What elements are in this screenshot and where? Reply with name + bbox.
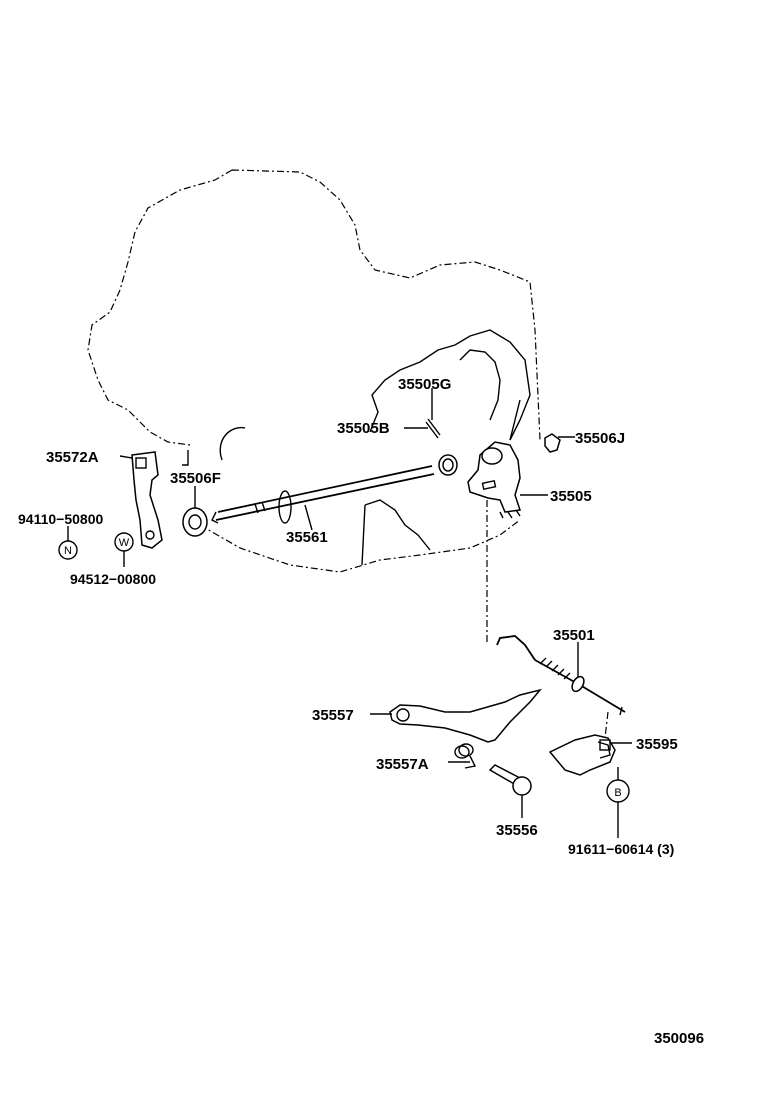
spring-35557A[interactable] bbox=[454, 743, 477, 769]
pin-35556[interactable] bbox=[488, 764, 532, 796]
label-35556: 35556 bbox=[496, 822, 538, 839]
transmission-case-bottom bbox=[199, 519, 521, 573]
label-35557A: 35557A bbox=[376, 756, 429, 773]
label-91611-60614: 91611−60614 (3) bbox=[568, 841, 674, 857]
marker-n: N bbox=[58, 540, 78, 560]
diagram-id: 350096 bbox=[654, 1030, 704, 1047]
case-break-line bbox=[369, 329, 531, 441]
oil-seal-35506F[interactable] bbox=[182, 507, 208, 537]
label-35505: 35505 bbox=[550, 488, 592, 505]
label-35506J: 35506J bbox=[575, 430, 625, 447]
label-35506F: 35506F bbox=[170, 470, 221, 487]
lever-35572A[interactable] bbox=[131, 451, 163, 549]
svg-text:N: N bbox=[64, 545, 72, 557]
marker-b: B bbox=[606, 779, 630, 803]
manual-valve-lever-35505[interactable] bbox=[467, 441, 521, 519]
control-rod-35501[interactable] bbox=[496, 635, 626, 716]
transmission-case-outline bbox=[87, 169, 541, 446]
case-inner-arc bbox=[219, 426, 246, 461]
label-35561: 35561 bbox=[286, 529, 328, 546]
label-35505B: 35505B bbox=[337, 420, 390, 437]
pin-35505B[interactable] bbox=[425, 418, 441, 439]
marker-w: W bbox=[114, 532, 134, 552]
label-35501: 35501 bbox=[553, 627, 595, 644]
lever-35557[interactable] bbox=[389, 688, 543, 743]
label-35557: 35557 bbox=[312, 707, 354, 724]
label-35505G: 35505G bbox=[398, 376, 451, 393]
shaft-35561[interactable] bbox=[211, 465, 435, 524]
label-94110-50800: 94110−50800 bbox=[18, 511, 103, 527]
label-94512-00800: 94512−00800 bbox=[70, 571, 156, 587]
svg-text:W: W bbox=[119, 537, 130, 549]
case-inner-bore bbox=[459, 349, 521, 441]
svg-text:B: B bbox=[614, 787, 621, 799]
ring-35505G[interactable] bbox=[438, 454, 458, 476]
label-35572A: 35572A bbox=[46, 449, 99, 466]
clip-35506J[interactable] bbox=[544, 433, 561, 453]
bracket-35595[interactable] bbox=[548, 734, 616, 776]
rod-bracket-dashed bbox=[604, 711, 609, 739]
case-break-line-2 bbox=[361, 499, 431, 566]
leader-lines bbox=[67, 388, 632, 838]
case-tick bbox=[182, 450, 189, 466]
label-35595: 35595 bbox=[636, 736, 678, 753]
